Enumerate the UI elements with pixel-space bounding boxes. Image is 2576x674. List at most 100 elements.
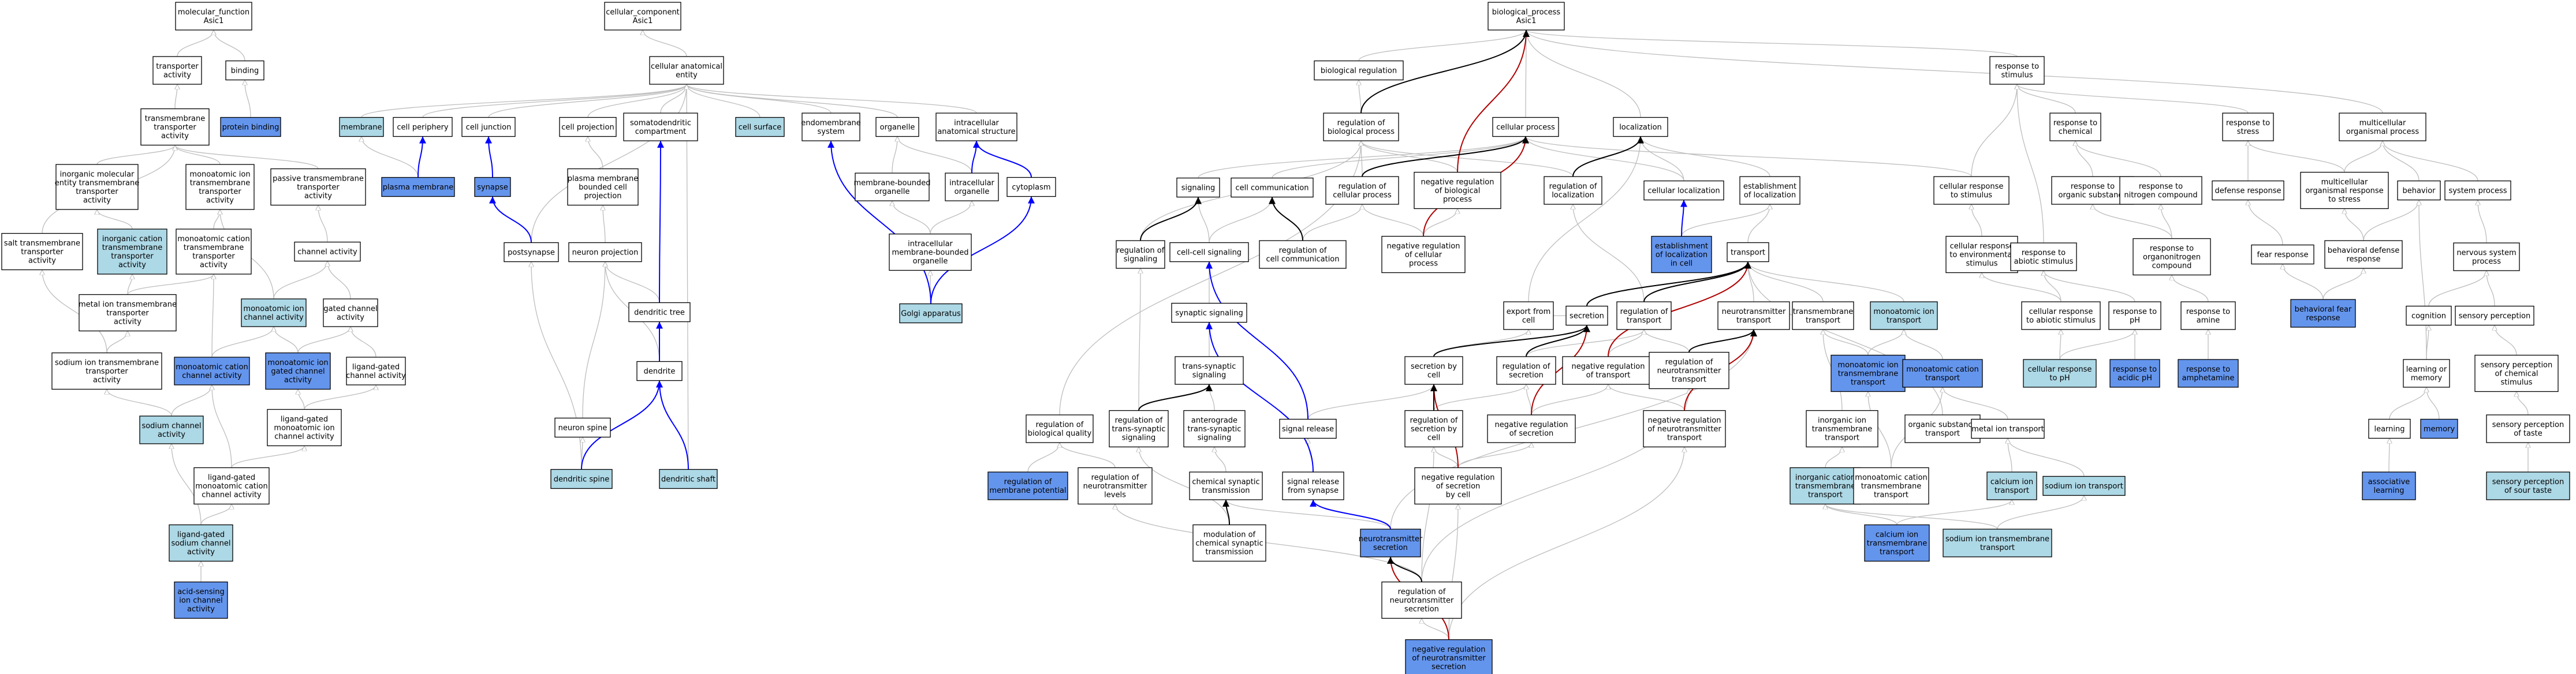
node-label-line: biological_process — [1492, 8, 1561, 17]
node-label-line: regulation of — [1549, 182, 1597, 191]
node-neuronproj: neuron projection — [568, 242, 642, 263]
node-label: Golgi apparatus — [901, 310, 961, 319]
node-label-line: activity — [93, 376, 121, 385]
edge-respstim-to-bioproc — [1526, 29, 2018, 57]
node-label-line: intracellular — [949, 179, 994, 188]
edge-sensperc-to-nervsys — [2486, 271, 2495, 306]
node-sysproc: system process — [2444, 180, 2511, 201]
node-label-line: sensory perception — [2481, 361, 2553, 370]
edge-cellresp-abiotic-to-cellrespenv — [1982, 272, 2061, 302]
node-label-line: transmembrane — [1838, 370, 1899, 379]
edge-negregcell-to-regcellproc — [1362, 204, 1424, 237]
node-label-line: monoatomic ion — [189, 170, 250, 179]
node-label-line: cellular anatomical — [651, 62, 722, 71]
edge-binding-to-molfn — [214, 29, 245, 61]
node-label-line: organelle — [955, 188, 990, 196]
node-label-line: transport — [1880, 548, 1914, 557]
node-label-line: behavioral fear — [2295, 305, 2352, 314]
edge-negregsecretion-to-negregtransport — [1531, 384, 1608, 415]
node-dendrite: dendrite — [636, 361, 683, 381]
node-label-line: passive transmembrane — [273, 175, 364, 184]
node-label-line: trans-synaptic — [1183, 362, 1236, 371]
edge-cae-to-cellcomp — [643, 29, 687, 57]
node-label-line: levels — [1104, 491, 1126, 500]
edge-golgi-to-endomem — [827, 140, 931, 304]
node-label: transport — [1731, 249, 1765, 257]
node-postsyn: postsynapse — [504, 242, 559, 263]
edge-dendspine-to-postsyn — [531, 262, 582, 470]
node-box — [79, 294, 177, 332]
node-box — [1649, 351, 1729, 390]
edge-cellcellsig-to-signaling — [1198, 197, 1210, 243]
node-label-line: organelle — [913, 257, 948, 266]
edge-inorgcationtm-to-inorgiontm — [1825, 447, 1842, 468]
edge-learnmem-to-behavior — [2419, 200, 2427, 360]
node-label-line: transporter — [106, 309, 149, 318]
node-box — [1360, 529, 1421, 557]
node-label-line: transporter — [111, 252, 154, 261]
node-label-line: acidic pH — [2118, 374, 2152, 383]
edge-regbioproc-to-bioproc — [1360, 29, 1530, 114]
node-label-line: signal release — [1282, 425, 1334, 434]
node-label-line: signaling — [1192, 371, 1227, 380]
node-box — [1616, 301, 1672, 330]
node-label-line: sensory perception — [2459, 312, 2531, 321]
node-label-line: defense response — [2215, 187, 2281, 196]
edge-ligandgated-to-gatedch — [351, 326, 376, 358]
node-label-line: pH — [2130, 316, 2140, 325]
edge-lgmonocation-to-lgmonoion — [231, 445, 304, 468]
node-box — [649, 56, 724, 85]
node-label: cellular localization — [1647, 187, 1720, 196]
node-label: sensory perception — [2459, 312, 2531, 321]
edge-monoiontmtrans-to-monoiontrans — [1867, 329, 1904, 355]
node-label-line: channel activity — [346, 372, 406, 380]
edge-inorgmol-to-tmtransporter — [96, 145, 175, 165]
node-box — [1613, 117, 1668, 137]
node-label-line: modulation of — [1203, 531, 1256, 540]
edge-neuronproj-to-pmbcp — [603, 205, 606, 243]
node-label-line: transport — [1672, 376, 1706, 384]
edge-regmempot-to-regbioqual — [1027, 442, 1060, 473]
edge-intraorg-to-organelle — [897, 136, 972, 174]
node-label-line: transport — [1825, 434, 1859, 443]
node-label-line: neuron projection — [572, 249, 639, 257]
edge-intracellas-to-cae — [687, 84, 977, 114]
node-label-line: sensory perception — [2492, 478, 2564, 486]
edge-golgi-to-cytoplasm — [930, 196, 1035, 304]
edge-intramemorg-to-membound — [892, 200, 931, 234]
node-label-line: regulation of — [1036, 421, 1084, 429]
node-label-line: monoatomic ion — [274, 424, 334, 433]
node-box — [1943, 529, 2052, 557]
node-label-line: postsynapse — [508, 249, 555, 257]
node-box — [381, 177, 455, 197]
node-box — [2049, 113, 2101, 141]
node-label-line: nervous system — [2456, 249, 2516, 257]
edge-establoc-to-localization — [1641, 136, 1770, 177]
node-label: memory — [2424, 425, 2455, 434]
node-label-line: process — [1409, 260, 1438, 268]
node-label-line: transmission — [1205, 548, 1253, 557]
node-box — [1717, 301, 1790, 330]
edge-fear-to-defense — [2248, 200, 2283, 245]
